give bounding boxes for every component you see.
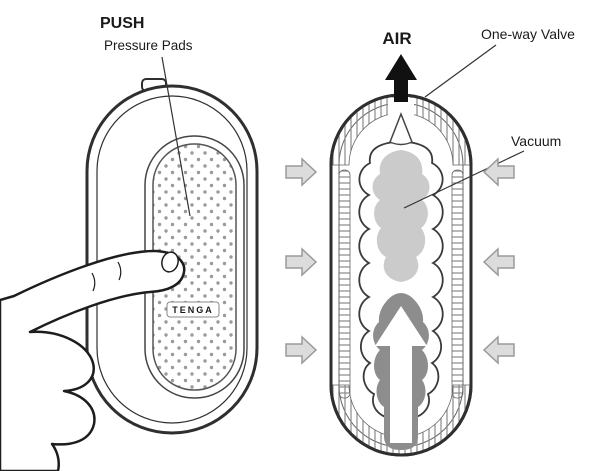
pressure-pads-label: Pressure Pads	[104, 38, 193, 53]
vacuum-chamber	[372, 150, 430, 282]
device-inner-contour	[96, 95, 248, 424]
squeeze-arrow-left-1-icon	[285, 157, 318, 187]
one-way-valve-label: One-way Valve	[481, 26, 575, 42]
finger-crease-1	[117, 261, 122, 281]
case-right-wall-hatch	[451, 169, 464, 399]
fingernail	[161, 251, 179, 273]
squeeze-arrow-right-3-icon	[482, 335, 515, 365]
hand-outline	[0, 249, 186, 471]
finger-crease-2	[91, 272, 96, 292]
air-up-arrow-icon	[385, 54, 417, 102]
squeeze-arrow-left-2-icon	[285, 247, 318, 277]
case-left-wall-hatch	[338, 169, 351, 399]
hand-illustration	[0, 249, 186, 471]
squeeze-arrow-left-3-icon	[285, 335, 318, 365]
vacuum-leader-line	[403, 150, 525, 209]
squeeze-arrow-right-2-icon	[482, 247, 515, 277]
vacuum-label: Vacuum	[511, 133, 561, 149]
tenga-logo-text: TENGA	[172, 305, 214, 315]
tenga-logo-plate	[166, 301, 220, 318]
push-label: PUSH	[100, 15, 144, 32]
one-way-valve-shape	[389, 111, 413, 146]
airflow-up-arrow-icon	[375, 306, 427, 443]
tenga-logo: TENGA	[166, 301, 220, 318]
pressure-pads-leader-line	[161, 56, 191, 217]
cross-section-device	[329, 93, 473, 457]
squeeze-arrow-right-1-icon	[482, 157, 515, 187]
squeeze-arrows	[285, 157, 515, 365]
air-label: AIR	[382, 29, 411, 48]
valve-leader-line	[424, 44, 497, 98]
